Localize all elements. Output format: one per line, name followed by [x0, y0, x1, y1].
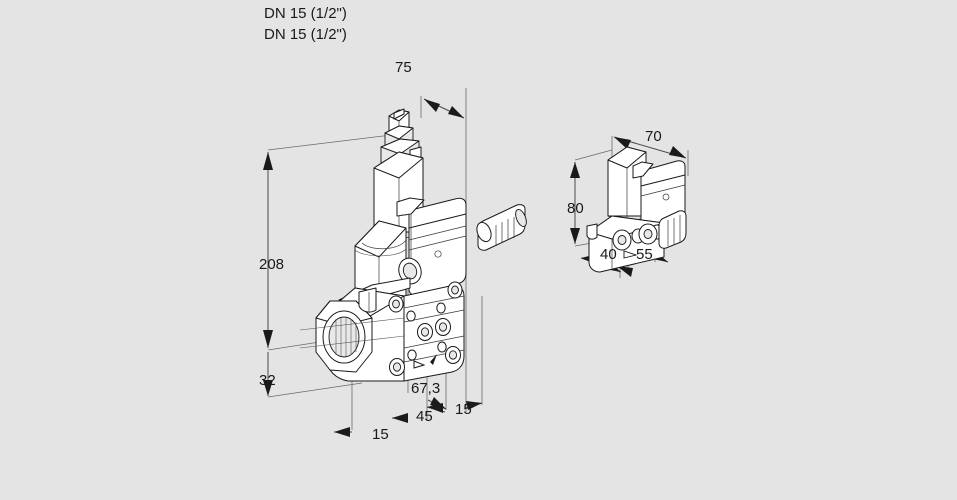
dim-40-label: 40: [600, 246, 617, 263]
dim-75-label: 75: [395, 59, 412, 76]
main-valve-assembly: [299, 108, 527, 382]
dim-80-label: 80: [567, 200, 584, 217]
flange-bolts: [388, 281, 463, 376]
dim-55-label: 55: [636, 246, 653, 263]
aux-dimension-text: 70 80 40 55: [567, 128, 662, 263]
label-dn-inlet: DN 15 (1/2"): [264, 5, 347, 22]
label-dn-outlet: DN 15 (1/2"): [264, 26, 347, 43]
dim-67-3-label: 67,3: [411, 380, 440, 397]
dim-32-label: 32: [259, 372, 276, 389]
port-size-labels: DN 15 (1/2") DN 15 (1/2"): [264, 5, 347, 43]
solenoid-side-boss: [398, 257, 422, 285]
dim-208-label: 208: [259, 256, 284, 273]
dim-15-bottom-label: 15: [372, 426, 389, 443]
thread-hatching: [335, 318, 357, 356]
aux-body: [586, 215, 665, 273]
flow-arrow-marking: [413, 354, 437, 369]
dim-45-label: 45: [416, 408, 433, 425]
aux-coil: [607, 146, 647, 221]
dim-70-label: 70: [645, 128, 662, 145]
aux-gland: [658, 210, 687, 249]
cable-gland: [476, 204, 527, 251]
electrical-connector: [396, 197, 467, 296]
adjustment-spindle: [380, 108, 422, 166]
aux-valve-assembly: [586, 146, 687, 273]
dim-15-right-label: 15: [455, 401, 472, 418]
valve-body: [299, 277, 465, 382]
main-dimension-text: 75 208 32 67,3 45 15 15: [259, 59, 472, 443]
